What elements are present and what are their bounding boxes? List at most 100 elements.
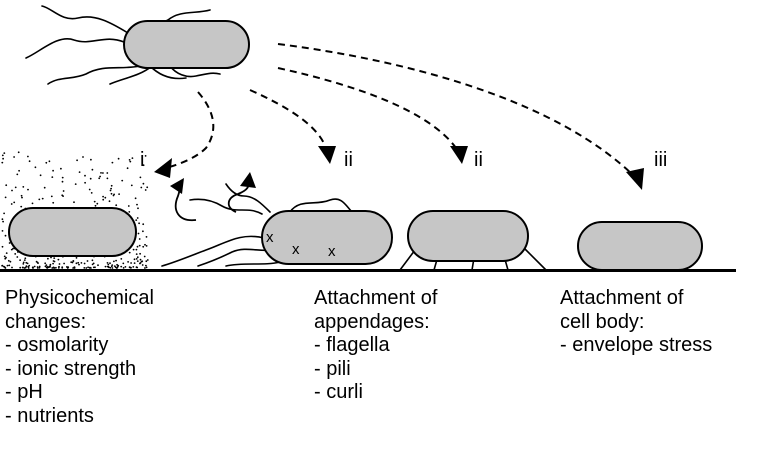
stipple-dot bbox=[77, 261, 80, 264]
stipple-dot bbox=[106, 172, 109, 174]
stipple-dot bbox=[109, 189, 112, 192]
flagellum bbox=[161, 235, 265, 267]
stipple-dot bbox=[52, 260, 55, 262]
stage-label-iii: iii bbox=[654, 149, 667, 171]
stipple-dot bbox=[133, 258, 136, 261]
caption-subtitle: cell body: bbox=[560, 310, 645, 333]
stipple-dot bbox=[58, 265, 60, 268]
stipple-dot bbox=[97, 264, 99, 267]
stipple-dot bbox=[144, 189, 147, 191]
caption-subtitle: appendages: bbox=[314, 310, 430, 333]
stipple-dot bbox=[113, 260, 115, 263]
stipple-dot bbox=[114, 266, 117, 269]
stipple-dot bbox=[102, 198, 105, 201]
caption-title: Attachment of bbox=[560, 287, 684, 309]
stipple-dot bbox=[136, 217, 139, 219]
stipple-dot bbox=[38, 265, 41, 268]
stipple-dot bbox=[106, 262, 109, 264]
stipple-dot bbox=[16, 173, 19, 176]
stipple-dot bbox=[47, 257, 49, 260]
stipple-dot bbox=[13, 156, 16, 158]
stipple-dot bbox=[51, 267, 54, 269]
stipple-dot bbox=[47, 266, 50, 269]
stipple-dot bbox=[85, 267, 88, 269]
stipple-dot bbox=[4, 267, 7, 269]
stipple-dot bbox=[31, 202, 34, 205]
stipple-dot bbox=[41, 197, 44, 200]
stipple-dot bbox=[63, 262, 65, 265]
stipple-dot bbox=[128, 251, 131, 254]
stipple-dot bbox=[24, 266, 27, 269]
stipple-dot bbox=[108, 200, 111, 203]
stipple-dot bbox=[91, 263, 94, 266]
stipple-dot bbox=[139, 258, 142, 261]
stipple-dot bbox=[18, 169, 20, 172]
stipple-dot bbox=[22, 263, 25, 265]
stipple-dot bbox=[144, 243, 146, 246]
stipple-dot bbox=[136, 245, 139, 248]
stipple-dot bbox=[53, 257, 56, 259]
stipple-dot bbox=[142, 245, 145, 248]
stipple-dot bbox=[87, 266, 89, 269]
stipple-dot bbox=[90, 267, 92, 269]
stipple-dot bbox=[33, 265, 36, 268]
stipple-dot bbox=[107, 263, 110, 266]
stipple-dot bbox=[3, 212, 5, 215]
caption-attachment-appendages: Attachment of appendages: - flagella - p… bbox=[314, 287, 437, 405]
stipple-dot bbox=[143, 255, 146, 258]
contact-mark: x bbox=[328, 243, 336, 260]
planktonic-bacterium bbox=[25, 5, 250, 85]
stipple-dot bbox=[20, 194, 23, 197]
stipple-dot bbox=[132, 248, 135, 251]
stipple-dot bbox=[72, 260, 75, 262]
stipple-dot bbox=[75, 262, 78, 265]
trajectory-arrows bbox=[154, 43, 644, 190]
stipple-dot bbox=[145, 266, 148, 269]
stipple-dot bbox=[122, 262, 125, 265]
stipple-dot bbox=[136, 203, 138, 206]
cell-body bbox=[407, 210, 529, 262]
stipple-dot bbox=[136, 260, 139, 262]
stipple-dot bbox=[136, 256, 139, 259]
stipple-dot bbox=[39, 174, 42, 177]
stipple-dot bbox=[135, 219, 138, 222]
stipple-dot bbox=[8, 264, 11, 267]
flagellum bbox=[225, 261, 281, 267]
stipple-dot bbox=[109, 262, 111, 265]
arrowhead bbox=[240, 172, 256, 188]
stipple-dot bbox=[110, 192, 113, 195]
stipple-dot bbox=[135, 248, 138, 251]
stipple-dot bbox=[20, 205, 23, 208]
stipple-dot bbox=[113, 193, 115, 196]
stipple-dot bbox=[48, 160, 51, 163]
stipple-dot bbox=[104, 196, 107, 199]
stipple-dot bbox=[131, 157, 134, 160]
trajectory-arrow-i bbox=[165, 91, 215, 169]
stipple-dot bbox=[91, 168, 94, 171]
stipple-dot bbox=[98, 177, 101, 180]
stipple-dot bbox=[129, 160, 132, 163]
stipple-dot bbox=[142, 230, 144, 233]
cell-body bbox=[123, 20, 250, 69]
detachment-arrows bbox=[170, 172, 256, 222]
stipple-dot bbox=[1, 161, 4, 164]
stipple-dot bbox=[36, 267, 39, 269]
stipple-dot bbox=[102, 172, 104, 174]
stipple-dot bbox=[135, 253, 138, 256]
stipple-dot bbox=[58, 263, 61, 265]
stipple-dot bbox=[6, 264, 9, 267]
stipple-dot bbox=[115, 259, 117, 262]
stipple-dot bbox=[117, 157, 120, 160]
stipple-dot bbox=[28, 160, 31, 163]
stipple-dot bbox=[127, 205, 130, 207]
stipple-dot bbox=[2, 157, 4, 160]
stipple-dot bbox=[76, 159, 78, 162]
stipple-dot bbox=[146, 259, 149, 261]
stipple-dot bbox=[12, 247, 14, 250]
flagellum bbox=[225, 183, 271, 213]
stipple-dot bbox=[1, 218, 4, 221]
stipple-dot bbox=[51, 176, 54, 179]
stipple-dot bbox=[75, 257, 78, 259]
stipple-dot bbox=[96, 202, 99, 205]
